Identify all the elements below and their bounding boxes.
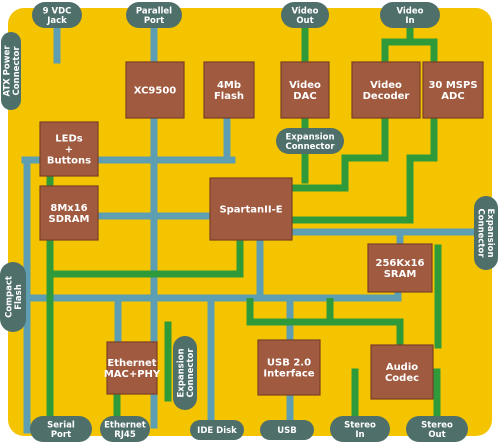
chip-label: USB 2.0 (267, 358, 311, 369)
chip-label: ADC (441, 91, 464, 102)
connector-label: Connector (475, 208, 485, 258)
connector-label: Stereo (421, 420, 453, 430)
chip-label: 8Mx16 (50, 203, 87, 214)
connector-label: Stereo (344, 420, 376, 430)
connector-label: In (405, 16, 414, 26)
connector-label: Connector (12, 46, 22, 96)
chip-label: XC9500 (134, 86, 177, 97)
trace-audio-up (330, 318, 404, 345)
chip-label: Flash (214, 91, 244, 102)
connector-label: Port (51, 430, 71, 440)
chip-spartan: SpartanII-E (209, 177, 293, 241)
connector-label: Out (296, 16, 313, 26)
connector-label: Expansion (176, 348, 186, 397)
chip-label: LEDs (55, 134, 83, 145)
connector-label: RJ45 (114, 430, 136, 440)
chip-label: Video (370, 80, 402, 91)
chip-leds-buttons: LEDs+Buttons (39, 121, 99, 177)
connector-label: Out (428, 430, 445, 440)
chip-label: Ethernet (107, 358, 156, 369)
connector-label: Port (144, 16, 164, 26)
chip-label: SDRAM (49, 214, 90, 225)
connector-label: Expansion (285, 132, 334, 142)
chip-label: Audio (386, 362, 418, 373)
connector-label: Serial (47, 420, 75, 430)
chip-xc9500: XC9500 (125, 61, 185, 119)
connector-label: Video (396, 6, 423, 16)
connector-usb-port: USB (260, 420, 314, 440)
chip-label: DAC (293, 91, 316, 102)
connector-label: IDE Disk (197, 426, 237, 436)
connector-label: USB (277, 426, 297, 436)
connector-label: Expansion (485, 208, 495, 257)
chip-label: Decoder (363, 91, 410, 102)
chip-label: Buttons (47, 156, 91, 167)
connector-label: Video (291, 6, 318, 16)
chip-label: 30 MSPS (428, 80, 477, 91)
chip-label: 256Kx16 (376, 258, 425, 269)
connector-label: Compact (4, 276, 14, 318)
chip-label: Interface (263, 369, 314, 380)
connector-label: ATX Power (2, 45, 12, 97)
chip-label: + (65, 145, 73, 156)
chip-label: SRAM (384, 269, 417, 280)
chip-label: MAC+PHY (104, 369, 161, 380)
trace-lower-left (50, 240, 244, 278)
connector-label: In (355, 430, 364, 440)
chip-label: 4Mb (217, 80, 241, 91)
connector-label: Ethernet (104, 420, 146, 430)
connector-label: Flash (14, 284, 24, 310)
connector-label: Connector (285, 142, 335, 152)
connector-label: 9 VDC (43, 6, 72, 16)
connector-label: Connector (186, 348, 196, 398)
trace-video-split (381, 38, 438, 62)
connector-label: Parallel (136, 6, 172, 16)
trace-spartan-right (292, 154, 385, 192)
trace-adc-down (292, 118, 438, 224)
trace-lower-right (246, 298, 334, 326)
chip-label: SpartanII-E (219, 205, 282, 216)
chip-label: Video (289, 80, 321, 91)
connector-label: Jack (46, 16, 67, 26)
chip-label: Codec (385, 373, 419, 384)
connector-ide-disk: IDE Disk (190, 420, 244, 440)
